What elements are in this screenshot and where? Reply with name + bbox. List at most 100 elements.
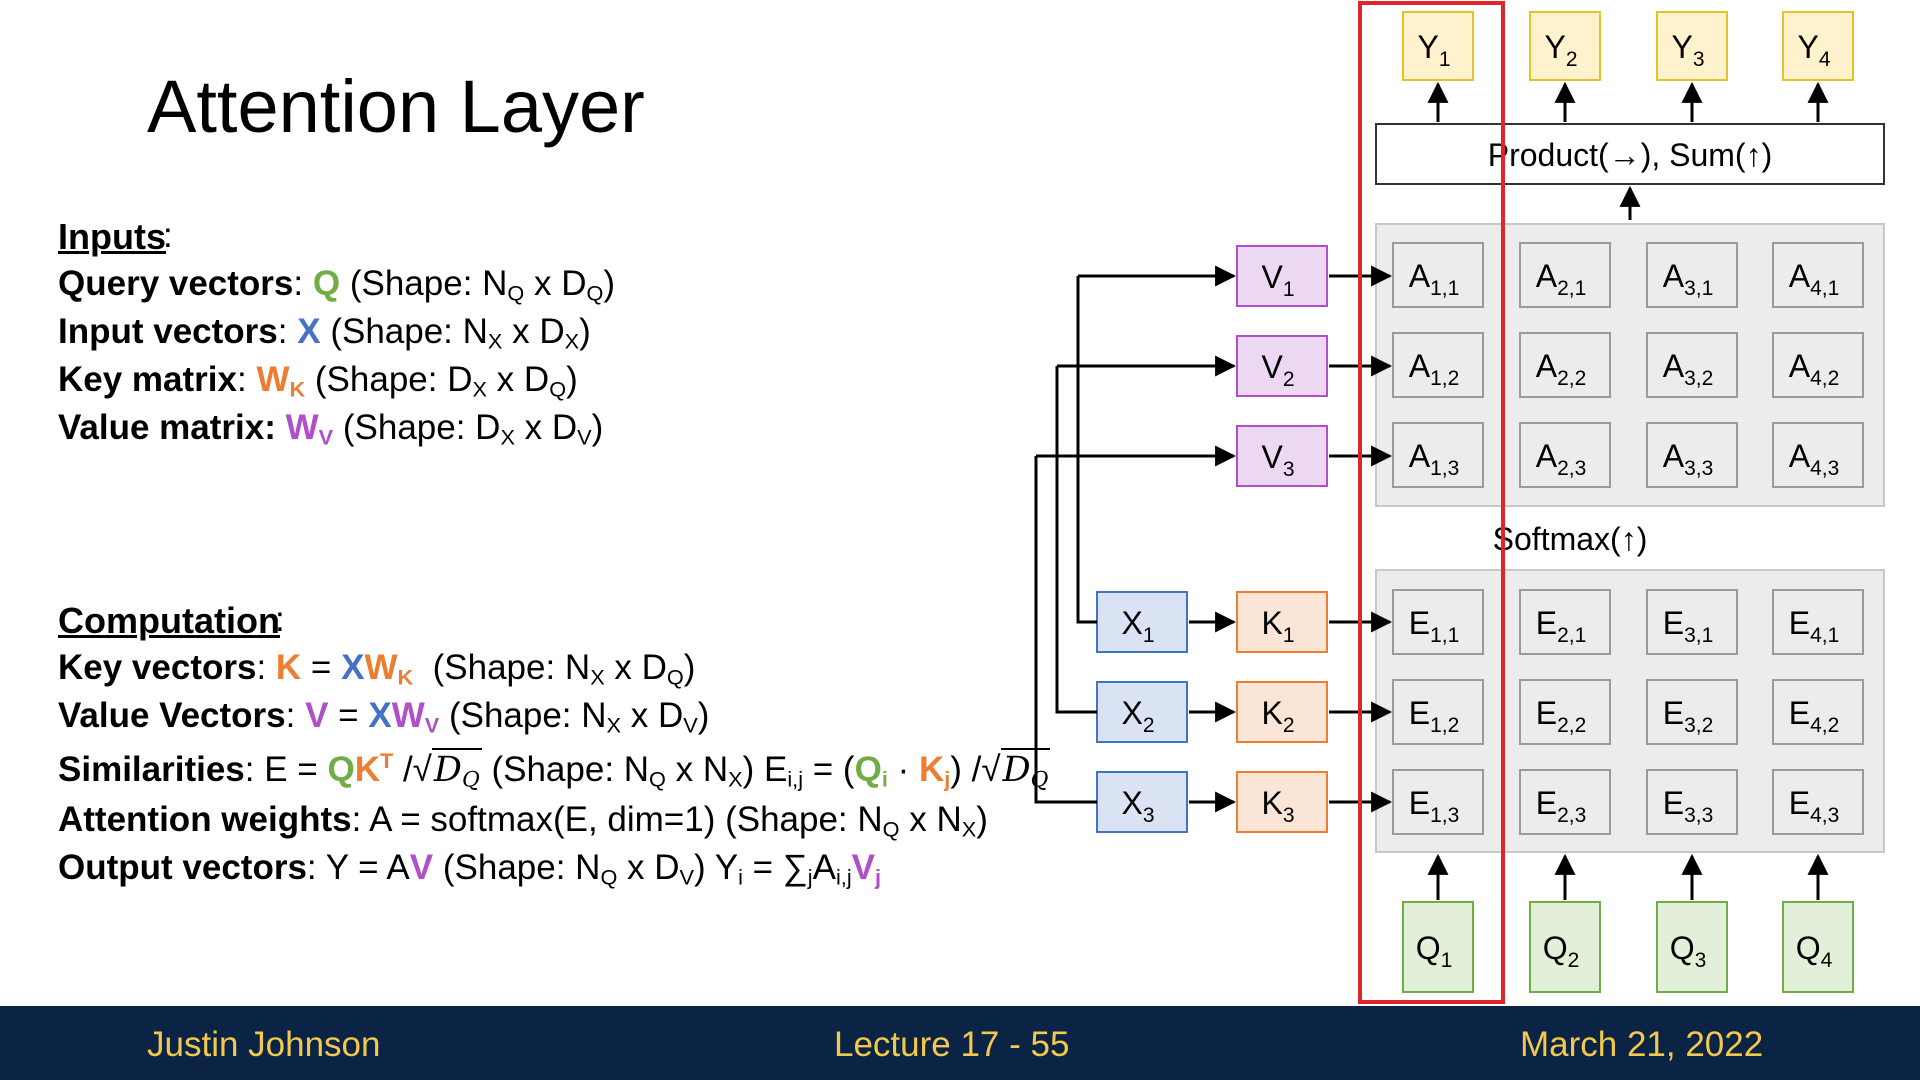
- e-cell-1-1-box: [1392, 589, 1484, 655]
- q1-label: Q1: [1416, 930, 1453, 972]
- k2-box: [1236, 681, 1328, 743]
- e-cell-3-2-box: [1646, 679, 1738, 745]
- y2-box: [1529, 11, 1601, 81]
- connector-x3-to-v: [1034, 456, 1097, 804]
- e-cell-3-2-label: E3,2: [1663, 695, 1714, 737]
- x1-label: X1: [1121, 605, 1154, 647]
- attention-weights-line: Attention weights: A = softmax(E, dim=1)…: [58, 800, 988, 842]
- a-cell-2-1-box: [1519, 242, 1611, 308]
- k1-label: K1: [1261, 605, 1294, 647]
- a-cell-3-3-label: A3,3: [1663, 438, 1714, 480]
- computation-heading: Computation: [58, 600, 280, 641]
- q2-box: [1529, 901, 1601, 993]
- a-cell-2-2-box: [1519, 332, 1611, 398]
- connector-x2-to-v: [1055, 366, 1097, 714]
- a-cell-2-2-label: A2,2: [1536, 348, 1587, 390]
- y1-box: [1402, 11, 1474, 81]
- e-cell-1-2-label: E1,2: [1409, 695, 1460, 737]
- v2-label: V2: [1261, 349, 1294, 391]
- q1-box: [1402, 901, 1474, 993]
- a-cell-3-1-label: A3,1: [1663, 258, 1714, 300]
- a-cell-4-1-label: A4,1: [1789, 258, 1840, 300]
- y2-label: Y2: [1544, 29, 1577, 71]
- e-cell-2-2-label: E2,2: [1536, 695, 1587, 737]
- a-cell-4-2-box: [1772, 332, 1864, 398]
- footer-bar: Justin Johnson Lecture 17 - 55 March 21,…: [0, 1006, 1920, 1080]
- x2-label: X2: [1121, 695, 1154, 737]
- a-cell-3-3-box: [1646, 422, 1738, 488]
- e-cell-4-2-label: E4,2: [1789, 695, 1840, 737]
- x2-box: [1096, 681, 1188, 743]
- e-cell-1-3-box: [1392, 769, 1484, 835]
- e-cell-2-3-box: [1519, 769, 1611, 835]
- v3-label: V3: [1261, 439, 1294, 481]
- a-cell-3-2-label: A3,2: [1663, 348, 1714, 390]
- a-cell-1-1-label: A1,1: [1409, 258, 1460, 300]
- y1-label: Y1: [1417, 29, 1450, 71]
- product-sum-label: Product(→), Sum(↑): [1488, 137, 1772, 173]
- e-cell-4-3-label: E4,3: [1789, 785, 1840, 827]
- product-sum-box: [1375, 123, 1885, 185]
- q3-box: [1656, 901, 1728, 993]
- v2-box: [1236, 335, 1328, 397]
- v1-box: [1236, 245, 1328, 307]
- q4-box: [1782, 901, 1854, 993]
- key-matrix-line: Key matrix: WK (Shape: DX x DQ): [58, 360, 578, 402]
- a-cell-2-3-label: A2,3: [1536, 438, 1587, 480]
- k2-label: K2: [1261, 695, 1294, 737]
- y4-box: [1782, 11, 1854, 81]
- e-cell-2-1-box: [1519, 589, 1611, 655]
- y3-label: Y3: [1671, 29, 1704, 71]
- k3-label: K3: [1261, 785, 1294, 827]
- e-cell-4-3-box: [1772, 769, 1864, 835]
- k3-box: [1236, 771, 1328, 833]
- value-matrix-line: Value matrix: WV (Shape: DX x DV): [58, 408, 604, 450]
- footer-date: March 21, 2022: [1520, 1025, 1764, 1064]
- connector-x1-to-v: [1076, 276, 1097, 624]
- e-cell-1-1-label: E1,1: [1409, 605, 1460, 647]
- a-cell-4-3-box: [1772, 422, 1864, 488]
- e-cell-2-1-label: E2,1: [1536, 605, 1587, 647]
- value-vectors-line: Value Vectors: V = XWV (Shape: NX x DV): [58, 696, 710, 738]
- e-cell-4-1-box: [1772, 589, 1864, 655]
- e-cell-3-3-label: E3,3: [1663, 785, 1714, 827]
- y4-label: Y4: [1797, 29, 1830, 71]
- a-cell-2-1-label: A2,1: [1536, 258, 1587, 300]
- e-cell-2-2-box: [1519, 679, 1611, 745]
- similarities-line: Similarities: E = QKT /√DQ (Shape: NQ x …: [58, 748, 1051, 793]
- inputs-colon: :: [163, 216, 173, 255]
- e-cell-2-3-label: E2,3: [1536, 785, 1587, 827]
- a-cell-2-3-box: [1519, 422, 1611, 488]
- slide-title: Attention Layer: [147, 65, 645, 148]
- a-cell-4-3-label: A4,3: [1789, 438, 1840, 480]
- a-cell-1-3-label: A1,3: [1409, 438, 1460, 480]
- highlight-column: [1358, 1, 1505, 1004]
- a-cell-4-2-label: A4,2: [1789, 348, 1840, 390]
- y3-box: [1656, 11, 1728, 81]
- v1-label: V1: [1261, 259, 1294, 301]
- e-cell-3-1-label: E3,1: [1663, 605, 1714, 647]
- v3-box: [1236, 425, 1328, 487]
- a-cell-4-1-box: [1772, 242, 1864, 308]
- key-vectors-line: Key vectors: K = XWK (Shape: NX x DQ): [58, 648, 696, 690]
- a-cell-1-2-box: [1392, 332, 1484, 398]
- e-cell-1-2-box: [1392, 679, 1484, 745]
- query-vectors-line: Query vectors: Q (Shape: NQ x DQ): [58, 264, 616, 306]
- e-cell-3-3-box: [1646, 769, 1738, 835]
- e-cell-4-2-box: [1772, 679, 1864, 745]
- footer-author: Justin Johnson: [147, 1025, 381, 1064]
- k1-box: [1236, 591, 1328, 653]
- input-vectors-line: Input vectors: X (Shape: NX x DX): [58, 312, 591, 354]
- e-cell-3-1-box: [1646, 589, 1738, 655]
- x3-box: [1096, 771, 1188, 833]
- x1-box: [1096, 591, 1188, 653]
- q2-label: Q2: [1543, 930, 1580, 972]
- x3-label: X3: [1121, 785, 1154, 827]
- output-vectors-line: Output vectors: Y = AV (Shape: NQ x DV) …: [58, 848, 882, 890]
- computation-colon: :: [275, 600, 285, 639]
- inputs-heading: Inputs: [58, 216, 166, 257]
- a-cell-1-1-box: [1392, 242, 1484, 308]
- q4-label: Q4: [1796, 930, 1833, 972]
- a-cell-1-2-label: A1,2: [1409, 348, 1460, 390]
